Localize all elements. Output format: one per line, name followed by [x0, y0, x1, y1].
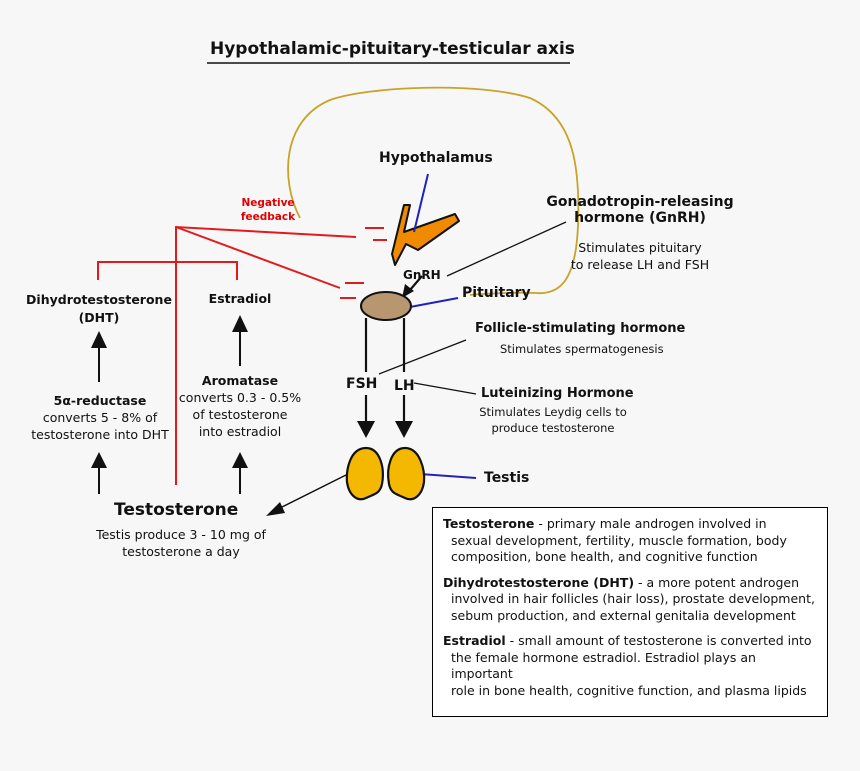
testosterone-desc-line-1: Testis produce 3 - 10 mg of	[96, 527, 266, 542]
info-line: composition, bone health, and cognitive …	[451, 549, 758, 564]
blue-pointer-lines	[409, 173, 477, 479]
gnrh-arrow	[409, 275, 423, 291]
fsh-label: FSH	[346, 376, 378, 392]
estradiol-label: Estradiol	[208, 291, 272, 306]
fsh-description: Stimulates spermatogenesis	[500, 342, 664, 356]
lh-desc-line-2: produce testosterone	[491, 421, 615, 435]
negative-feedback-lines	[97, 225, 387, 485]
negative-feedback-line-2: feedback	[240, 211, 296, 223]
negative-feedback-label: Negative feedback	[240, 196, 296, 224]
info-box: Testosterone - primary male androgen inv…	[432, 507, 828, 717]
lh-desc-line-1: Stimulates Leydig cells to	[479, 405, 627, 419]
info-line: involved in hair follicles (hair loss), …	[451, 591, 815, 606]
info-line: sexual development, fertility, muscle fo…	[451, 532, 787, 548]
info-line: - small amount of testosterone is conver…	[505, 633, 812, 648]
conversion-arrows	[91, 315, 248, 494]
testosterone-label: Testosterone	[114, 500, 239, 520]
aromatase-heading: Aromatase	[201, 373, 279, 388]
lh-description: Stimulates Leydig cells to produce testo…	[479, 404, 627, 436]
reductase-block: 5α-reductase converts 5 - 8% of testoste…	[20, 392, 180, 443]
gnrh-heading-line-2: hormone (GnRH)	[574, 210, 706, 226]
gnrh-label: GnRH	[403, 268, 441, 282]
gnrh-desc-line-2: to release LH and FSH	[570, 257, 710, 272]
gnrh-arrow-head	[402, 284, 414, 298]
info-line: the female hormone estradiol. Estradiol …	[451, 649, 756, 682]
gnrh-desc-line-1: Stimulates pituitary	[578, 240, 702, 255]
info-line: sebum production, and external genitalia…	[451, 607, 796, 623]
testosterone-desc-line-2: testosterone a day	[122, 544, 240, 559]
testosterone-arrow-head	[266, 502, 285, 516]
lh-heading: Luteinizing Hormone	[481, 386, 634, 401]
fsh-lh-arrows	[357, 395, 413, 438]
gnrh-heading-line-1: Gonadotropin-releasing	[546, 194, 734, 210]
info-dht: Dihydrotestosterone (DHT) - a more poten…	[443, 575, 817, 625]
info-line: role in bone health, cognitive function,…	[451, 682, 807, 698]
testosterone-description: Testis produce 3 - 10 mg of testosterone…	[76, 526, 286, 560]
info-line: - primary male androgen involved in	[534, 516, 767, 531]
info-term: Testosterone	[443, 516, 535, 531]
info-term: Estradiol	[443, 633, 506, 648]
lh-label: LH	[394, 378, 415, 394]
reductase-heading: 5α-reductase	[53, 393, 147, 408]
info-term: Dihydrotestosterone (DHT)	[443, 574, 635, 590]
gnrh-heading: Gonadotropin-releasing hormone (GnRH)	[540, 194, 740, 226]
testosterone-arrow	[277, 474, 347, 510]
dht-label: Dihydrotestosterone (DHT)	[24, 291, 174, 327]
pituitary-stalks	[364, 318, 406, 372]
dht-line-2: (DHT)	[78, 310, 120, 325]
info-estradiol: Estradiol - small amount of testosterone…	[443, 633, 817, 699]
reductase-desc-line-1: converts 5 - 8% of	[42, 410, 158, 425]
pituitary-label: Pituitary	[462, 285, 531, 301]
info-line: - a more potent androgen	[634, 574, 800, 590]
fsh-heading: Follicle-stimulating hormone	[475, 321, 686, 336]
page-title: Hypothalamic-pituitary-testicular axis	[210, 39, 575, 59]
hypothalamus-shape	[391, 204, 460, 266]
feedback-loop	[287, 86, 580, 296]
aromatase-desc-line-3: into estradiol	[198, 424, 282, 439]
black-pointer-lines	[378, 221, 567, 395]
info-testosterone: Testosterone - primary male androgen inv…	[443, 516, 817, 566]
negative-feedback-line-1: Negative	[241, 197, 295, 209]
aromatase-desc-line-1: converts 0.3 - 0.5%	[178, 390, 302, 405]
dht-line-1: Dihydrotestosterone	[26, 292, 172, 307]
testis-shapes	[345, 446, 426, 501]
gnrh-description: Stimulates pituitary to release LH and F…	[560, 239, 720, 273]
reductase-desc-line-2: testosterone into DHT	[31, 427, 169, 442]
hypothalamus-label: Hypothalamus	[379, 150, 493, 166]
aromatase-desc-line-2: of testosterone	[192, 407, 288, 422]
pituitary-shape	[360, 291, 412, 321]
testis-label: Testis	[484, 470, 530, 486]
aromatase-block: Aromatase converts 0.3 - 0.5% of testost…	[170, 372, 310, 440]
